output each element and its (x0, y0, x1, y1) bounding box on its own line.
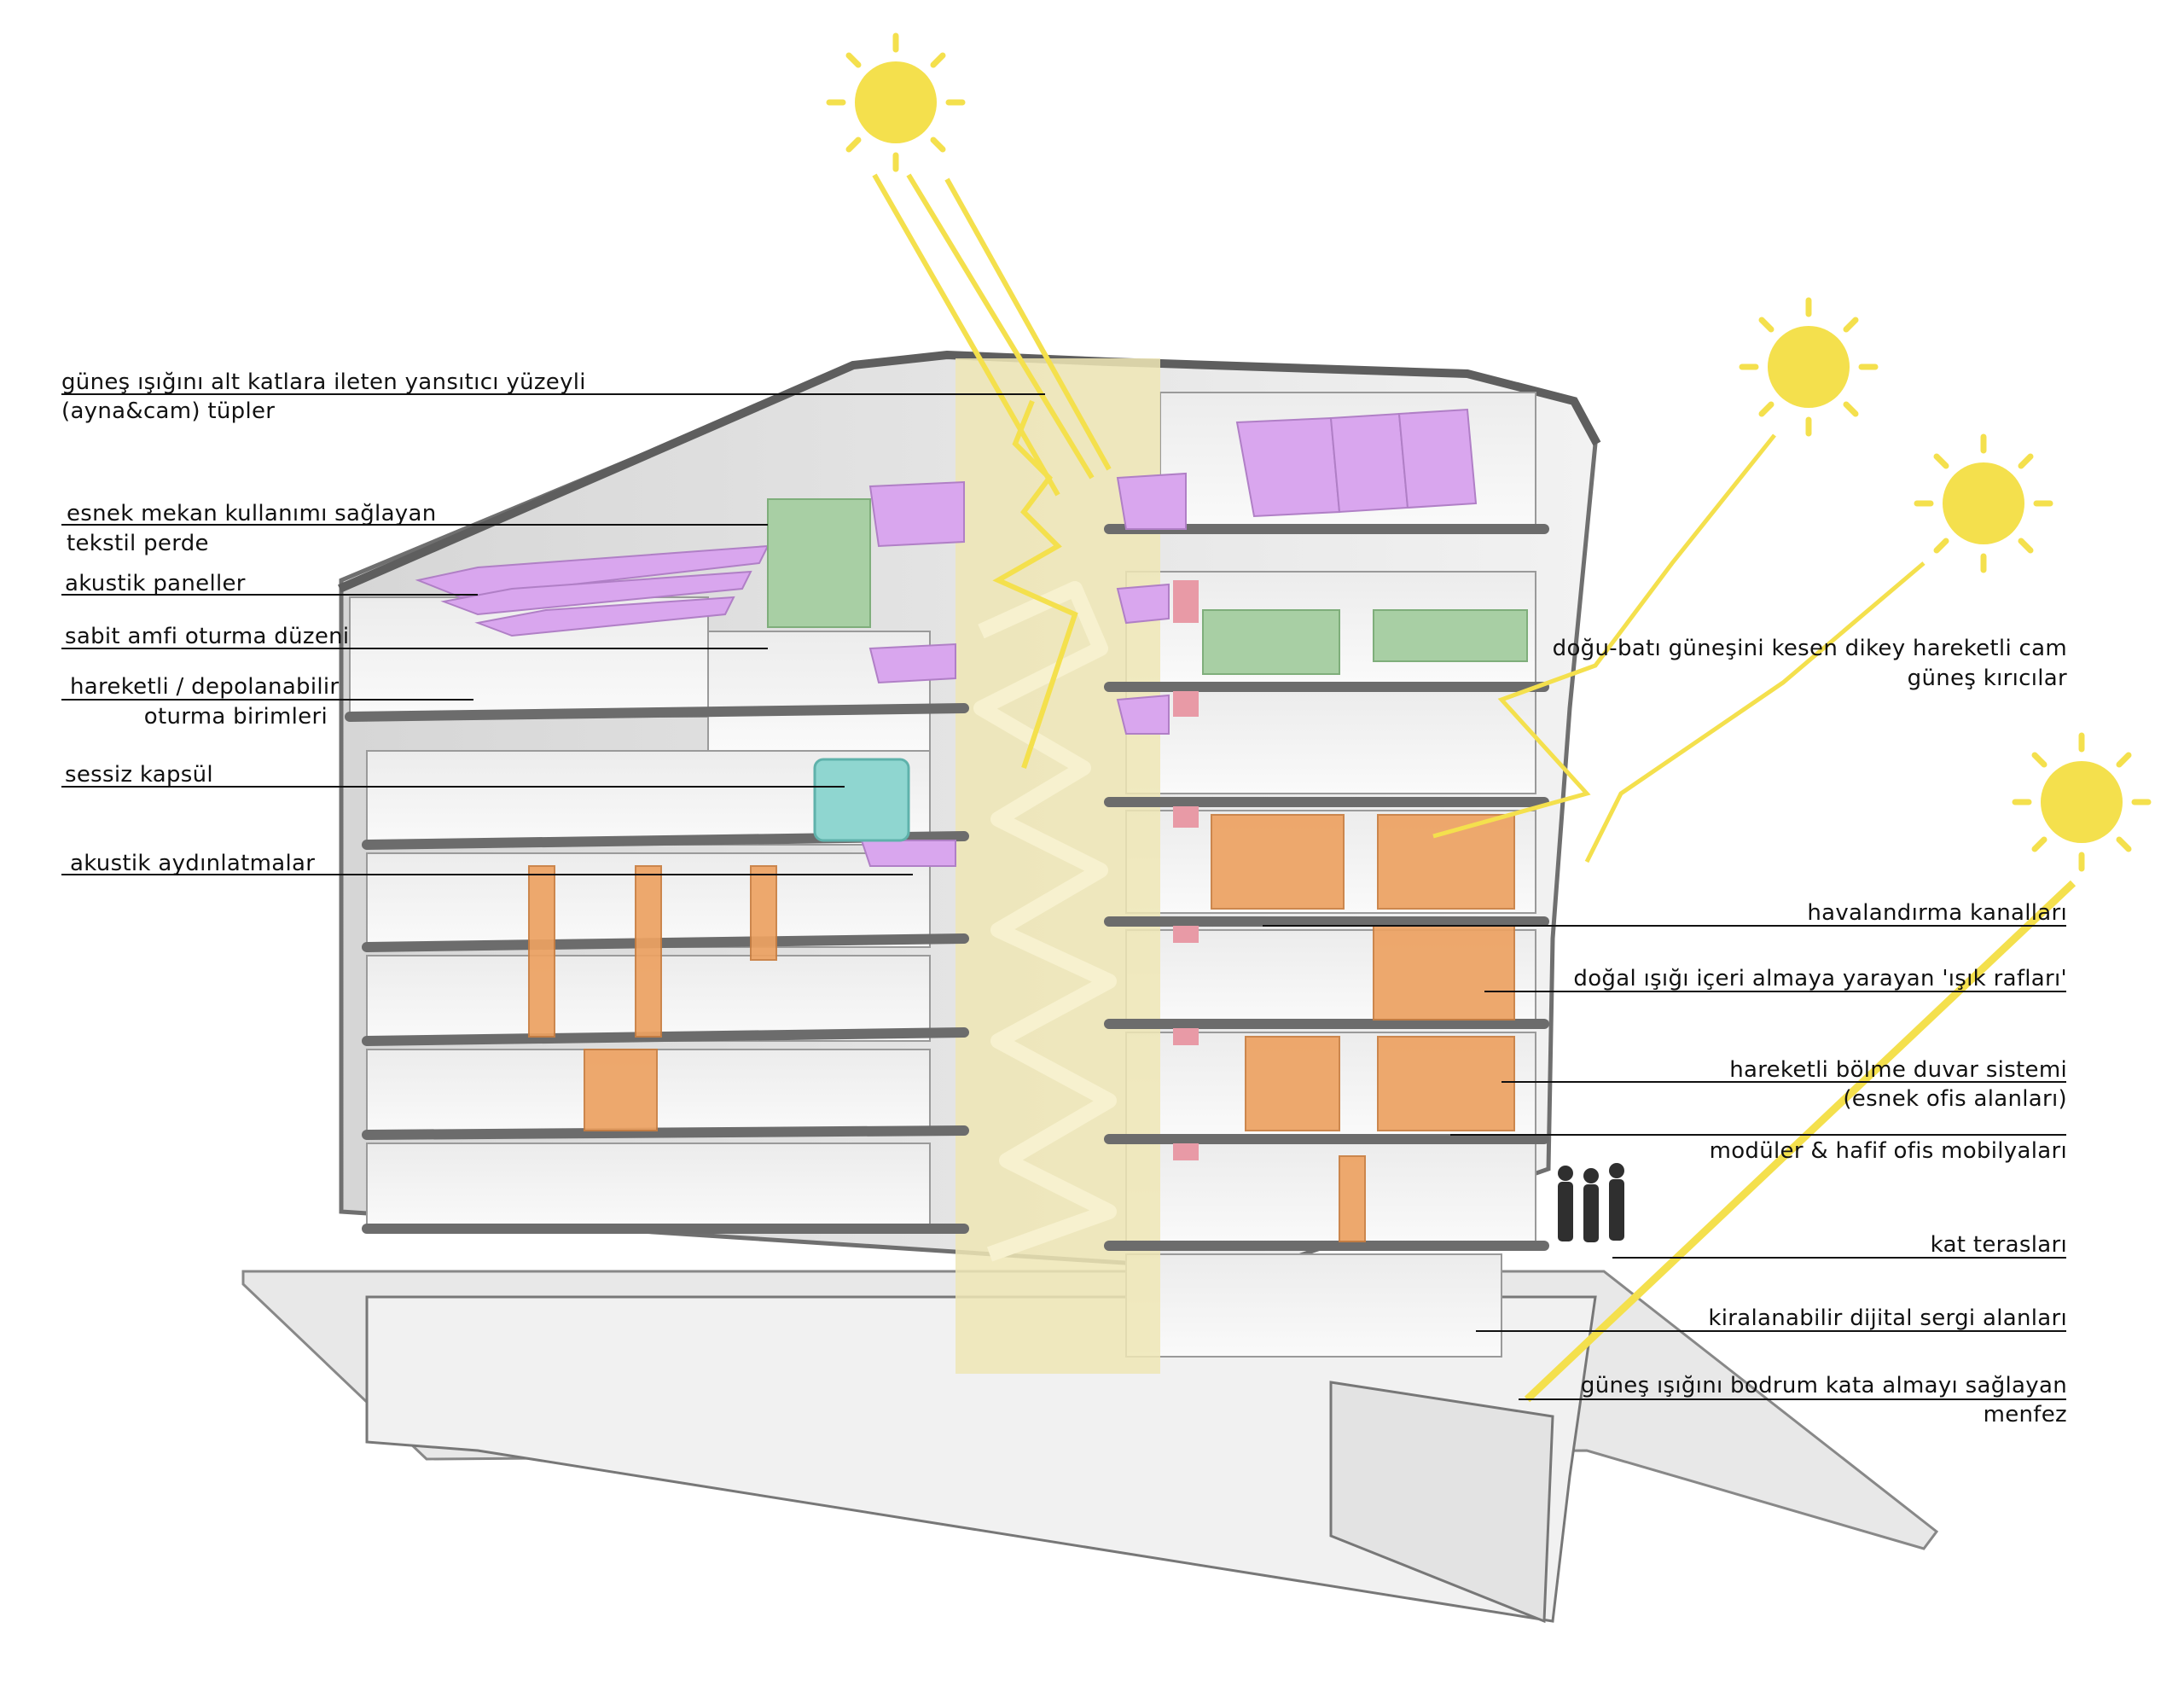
label-floor-terraces: kat terasları (1931, 1232, 2067, 1258)
labels-left: güneş ışığını alt katlara ileten yansıtı… (61, 369, 586, 876)
basement-block (365, 1295, 1597, 1623)
people-silhouettes (1558, 1163, 1624, 1242)
textile-curtain-group (767, 498, 1528, 675)
label-reflective-tubes-line2: (ayna&cam) tüpler (61, 398, 275, 424)
sun-icon-lower-right (2012, 732, 2152, 872)
label-movable-seating-line1: hareketli / depolanabilir (70, 674, 339, 700)
label-digital-exhibition: kiralanabilir dijital sergi alanları (1708, 1305, 2067, 1331)
label-textile-curtain-line2: tekstil perde (67, 531, 209, 556)
label-modular-furniture: modüler & hafif ofis mobilyaları (1710, 1138, 2067, 1164)
sun-icon-upper-right (1739, 297, 1879, 437)
quiet-capsule (813, 758, 910, 842)
basement-right-wing (1329, 1381, 1554, 1624)
ventilation-duct-group (1173, 580, 1199, 1160)
label-partition-walls-line2: (esnek ofis alanları) (1843, 1086, 2067, 1112)
label-quiet-capsule: sessiz kapsül (65, 762, 213, 788)
label-partition-walls-line1: hareketli bölme duvar sistemi (1729, 1057, 2067, 1083)
label-ventilation-ducts: havalandırma kanalları (1807, 900, 2067, 926)
label-basement-vent-line2: menfez (1984, 1402, 2067, 1427)
label-movable-seating-line2: oturma birimleri (144, 704, 328, 730)
label-vertical-sunshades-line2: güneş kırıcılar (1908, 666, 2067, 691)
label-reflective-tubes-line1: güneş ışığını alt katlara ileten yansıtı… (61, 369, 586, 395)
leader-lines-left (61, 393, 1045, 875)
sun-ray-group (872, 173, 2077, 1403)
leader-lines-right (1263, 925, 2066, 1400)
sun-icon-middle-right (1914, 433, 2053, 573)
label-amphi-seating: sabit amfi oturma düzeni (65, 624, 349, 649)
label-vertical-sunshades-line1: doğu-batı güneşini kesen dikey hareketli… (1553, 636, 2067, 661)
label-acoustic-lighting: akustik aydınlatmalar (70, 851, 315, 876)
label-acoustic-panels: akustik paneller (65, 571, 246, 596)
staircase (973, 581, 1117, 1262)
label-basement-vent-line1: güneş ışığını bodrum kata almayı sağlaya… (1581, 1373, 2067, 1398)
sun-icon-top (826, 32, 966, 172)
labels-right: doğu-batı güneşini kesen dikey hareketli… (1553, 636, 2067, 1427)
acoustic-panel-group (415, 408, 1478, 867)
label-textile-curtain-line1: esnek mekan kullanımı sağlayan (67, 501, 437, 526)
label-light-shelves: doğal ışığı içeri almaya yarayan 'ışık r… (1573, 966, 2067, 991)
partition-wall-group (528, 814, 1515, 1242)
